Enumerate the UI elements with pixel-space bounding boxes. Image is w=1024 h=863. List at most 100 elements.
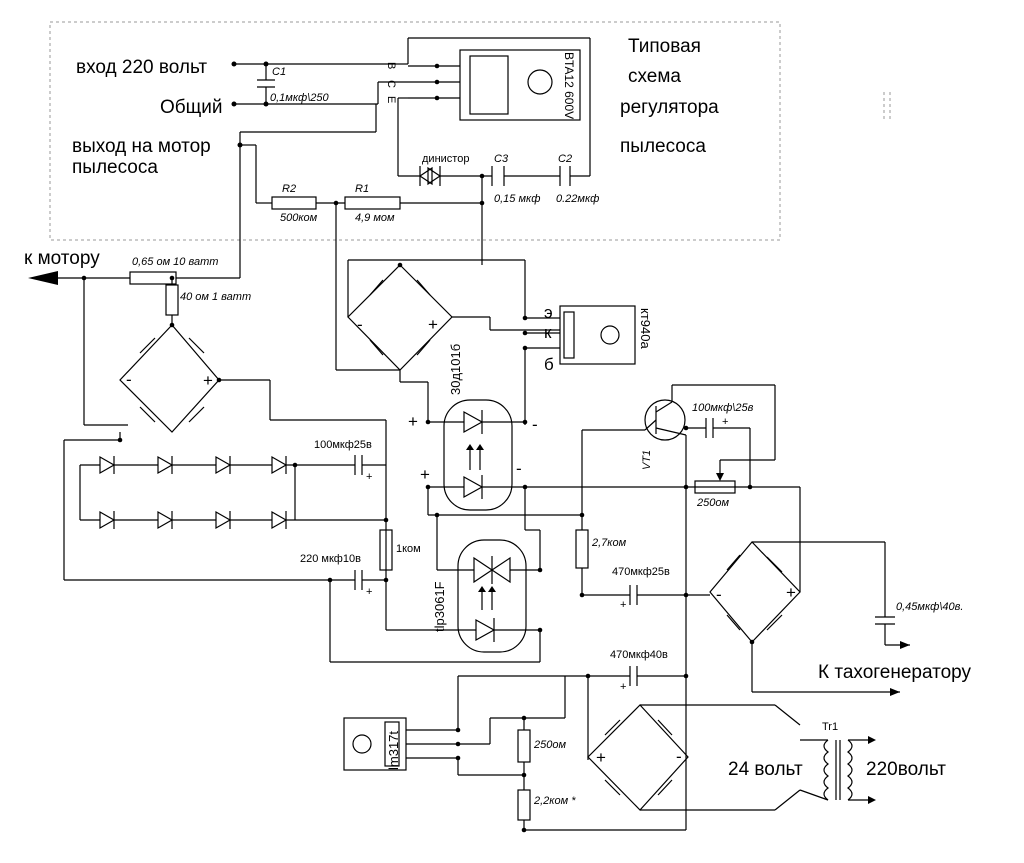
c2-name: C2 — [558, 153, 572, 165]
c220-plus: + — [366, 586, 372, 598]
capacitor-100uf-vt1 — [705, 418, 751, 487]
capacitor-c2 — [559, 166, 571, 186]
capacitor-100uf-25v — [354, 455, 386, 475]
input-220v-label: вход 220 вольт — [76, 57, 207, 78]
opto1-minus: - — [532, 415, 538, 434]
r1-name: R1 — [355, 183, 369, 195]
diode-row-bottom — [99, 510, 288, 530]
capacitor-220uf-10v — [327, 570, 540, 663]
inset-gate-wiring — [239, 81, 590, 206]
triac-label: BTA12 600V — [562, 52, 576, 119]
motor-output-label-2: пылесоса — [72, 157, 158, 178]
opto1-label: 30д101б — [448, 344, 463, 395]
dotted-glyph — [883, 92, 891, 122]
triac-pin-b: B — [385, 62, 397, 69]
opto1-plus: + — [408, 412, 418, 431]
opto1-minus-2: - — [516, 459, 522, 478]
typical-regulator-inset: Типовая схема регулятора пылесоса вход 2… — [49, 21, 781, 241]
common-label: Общий — [160, 97, 223, 118]
motor-arrow-icon — [28, 271, 58, 285]
r22k-label: 2,2ком * — [533, 795, 576, 807]
diode-bottom-3 — [215, 510, 232, 530]
c3-name: C3 — [494, 153, 509, 165]
diode-row-top — [99, 455, 288, 475]
r2-name: R2 — [282, 183, 296, 195]
dinistor — [418, 166, 442, 186]
potentiometer-250 — [683, 460, 753, 494]
diode-bridge-3 — [709, 487, 900, 693]
common-terminal — [231, 101, 237, 107]
motor-connection — [28, 145, 241, 325]
optocoupler-tlp3061f — [430, 487, 543, 662]
inset-title-line-4: пылесоса — [620, 136, 706, 157]
diode-bottom-4 — [271, 510, 288, 530]
c470b-plus: + — [620, 681, 626, 693]
resistor-250ohm — [517, 715, 531, 790]
diode-bridge-4 — [587, 704, 801, 811]
transistor-pin-b: б — [544, 355, 554, 374]
shunt-label: 0,65 ом 10 ватт — [132, 256, 218, 268]
r1k-label: 1ком — [396, 543, 421, 555]
bridge1-plus: + — [203, 371, 213, 390]
transistor-kt940a — [522, 305, 636, 425]
bridge1-wiring — [63, 278, 387, 630]
capacitor-470uf-40v — [457, 666, 689, 760]
bridge4-minus: - — [676, 747, 682, 766]
opto1-plus-2: + — [420, 465, 430, 484]
shunt-resistor — [129, 271, 177, 285]
bridge2-minus: - — [357, 315, 363, 334]
dinistor-label: динистор — [422, 153, 469, 165]
c470b-label: 470мкф40в — [610, 649, 668, 661]
transistor-pin-k: к — [544, 323, 552, 342]
bridge3-plus: + — [786, 583, 796, 602]
inset-title-line-3: регулятора — [620, 97, 719, 118]
resistor-2k7 — [575, 429, 645, 595]
resistor-2k2 — [517, 789, 686, 833]
c100-plus: + — [366, 471, 372, 483]
resistor-1k — [379, 529, 430, 631]
capacitor-470uf-25v — [579, 585, 710, 605]
transistor-label: кт940а — [638, 308, 653, 349]
r40-label: 40 ом 1 ватт — [180, 291, 251, 303]
regulator-lm317t — [343, 676, 566, 776]
capacitor-045uf — [875, 616, 910, 696]
c3-value: 0,15 мкф — [494, 193, 540, 205]
pot250-label: 250ом — [696, 497, 729, 509]
resistor-r1 — [344, 196, 401, 210]
bridge3-minus: - — [716, 585, 722, 604]
v24-label: 24 вольт — [728, 759, 803, 780]
c1-name: C1 — [272, 66, 286, 78]
r27k-label: 2,7ком — [591, 537, 627, 549]
c470a-label: 470мкф25в — [612, 566, 670, 578]
diode-bottom-1 — [99, 510, 116, 530]
bridge1-minus: - — [126, 370, 132, 389]
resistor-r2 — [271, 196, 317, 210]
vt1-label: VT1 — [641, 450, 653, 470]
lm317-label: lm317t — [386, 731, 401, 770]
triac-pin-e: E — [385, 96, 397, 103]
diode-top-4 — [271, 455, 288, 475]
c1-value: 0,1мкф\250 — [270, 92, 330, 104]
triac-pin-c: C — [385, 80, 397, 88]
c100-label: 100мкф25в — [314, 439, 372, 451]
inset-title-line-1: Типовая — [628, 36, 701, 57]
bridge4-plus: + — [596, 748, 606, 767]
transistor-vt1 — [644, 384, 776, 830]
transformer-tr1 — [799, 736, 876, 804]
input-wiring — [231, 61, 395, 148]
diode-top-2 — [157, 455, 174, 475]
c045-label: 0,45мкф\40в. — [896, 601, 963, 613]
r250-label: 250ом — [533, 739, 566, 751]
r2-value: 500ком — [280, 212, 318, 224]
input-terminal — [231, 61, 237, 67]
capacitor-c3 — [491, 166, 505, 186]
c220-label: 220 мкф10в — [300, 553, 361, 565]
c100b-plus: + — [722, 416, 728, 428]
optocoupler-30d101b — [425, 399, 800, 518]
to-motor-label: к мотору — [24, 248, 100, 269]
tacho-label: К тахогенератору — [818, 662, 972, 683]
opto2-label: tlp3061F — [432, 581, 447, 632]
c470a-plus: + — [620, 599, 626, 611]
c2-value: 0.22мкф — [556, 193, 599, 205]
